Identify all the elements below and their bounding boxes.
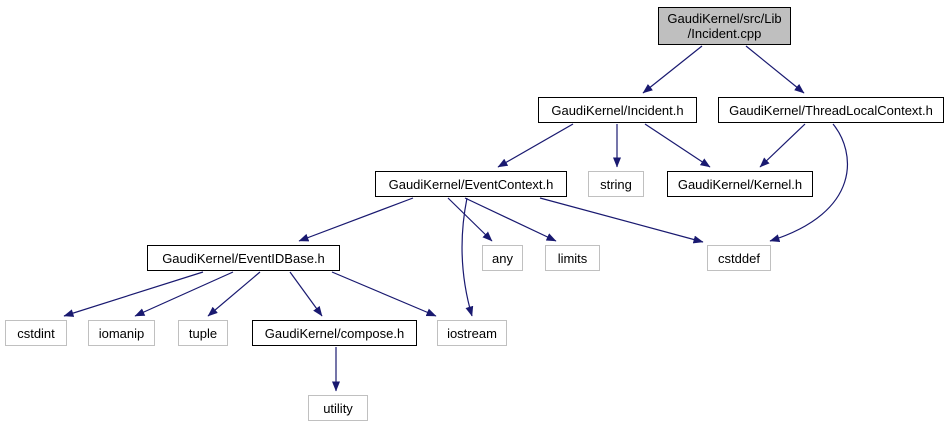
- edge-incident-h-to-kernel-h: [644, 123, 711, 168]
- edge-threadlocalcontext-h-to-kernel-h: [759, 123, 806, 168]
- node-limits: limits: [545, 245, 600, 271]
- node-compose-h[interactable]: GaudiKernel/compose.h: [252, 320, 417, 346]
- node-kernel-h[interactable]: GaudiKernel/Kernel.h: [667, 171, 813, 197]
- edge-eventcontext-h-to-eventidbase-h: [298, 197, 414, 242]
- edge-eventidbase-h-to-cstdint: [63, 271, 204, 317]
- edge-eventidbase-h-to-iomanip: [134, 271, 234, 317]
- node-tuple: tuple: [178, 320, 228, 346]
- edge-eventcontext-h-to-cstddef: [539, 197, 704, 244]
- edge-incident-cpp-to-incident-h: [642, 45, 703, 94]
- edge-incident-cpp-to-threadlocalcontext-h: [745, 45, 805, 94]
- node-threadlocalcontext-h[interactable]: GaudiKernel/ThreadLocalContext.h: [718, 97, 944, 123]
- node-incident-h[interactable]: GaudiKernel/Incident.h: [538, 97, 697, 123]
- edge-eventidbase-h-to-tuple: [207, 271, 261, 317]
- edge-eventcontext-h-to-any: [447, 197, 493, 242]
- node-eventidbase-h[interactable]: GaudiKernel/EventIDBase.h: [147, 245, 340, 271]
- edge-eventcontext-h-to-limits: [464, 197, 557, 242]
- node-iostream: iostream: [437, 320, 507, 346]
- node-string: string: [588, 171, 644, 197]
- node-eventcontext-h[interactable]: GaudiKernel/EventContext.h: [375, 171, 567, 197]
- node-iomanip: iomanip: [88, 320, 155, 346]
- node-incident-cpp[interactable]: GaudiKernel/src/Lib /Incident.cpp: [658, 7, 791, 45]
- edge-incident-h-to-eventcontext-h: [497, 123, 574, 168]
- edge-eventidbase-h-to-iostream: [331, 271, 437, 317]
- node-utility: utility: [308, 395, 368, 421]
- node-cstdint: cstdint: [5, 320, 67, 346]
- edge-eventcontext-h-to-iostream: [461, 197, 474, 317]
- node-any: any: [482, 245, 523, 271]
- node-cstddef: cstddef: [707, 245, 771, 271]
- edge-eventidbase-h-to-compose-h: [289, 271, 323, 317]
